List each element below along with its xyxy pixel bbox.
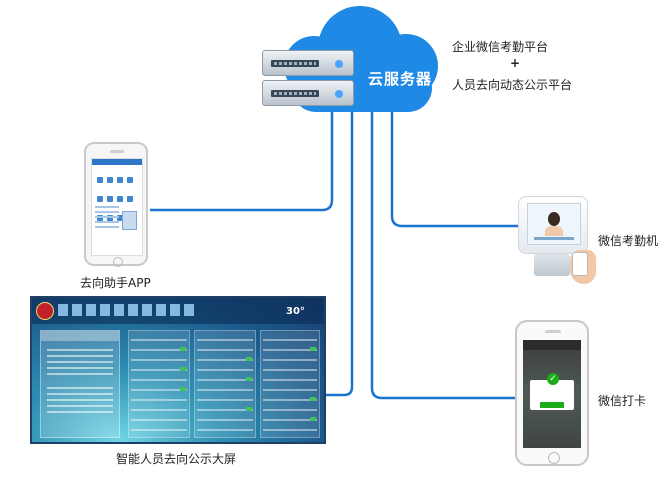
cloud-server-label: 云服务器 <box>368 70 433 88</box>
check-icon: ✓ <box>547 373 559 385</box>
weather-temp: 30° <box>286 306 305 317</box>
platform-attendance-label: 企业微信考勤平台 <box>452 40 549 54</box>
big-screen-label: 智能人员去向公示大屏 <box>116 452 237 466</box>
big-screen-display[interactable]: 30° <box>30 296 326 444</box>
punch-phone[interactable]: ✓ <box>515 320 589 466</box>
attendance-machine-label: 微信考勤机 <box>598 234 659 248</box>
server-unit-top <box>262 50 354 76</box>
attendance-machine[interactable] <box>518 196 588 254</box>
line-to-punch <box>370 105 515 400</box>
server-unit-bottom <box>262 80 354 106</box>
line-to-app <box>150 105 334 212</box>
staff-table-3 <box>260 330 320 438</box>
punch-success-dialog: ✓ <box>530 373 574 410</box>
platform-dynamic-label: 人员去向动态公示平台 <box>452 78 573 92</box>
intro-panel <box>40 330 120 438</box>
emblem-icon <box>36 302 54 320</box>
line-to-bigscreen <box>326 105 354 397</box>
hand-phone-icon <box>570 250 596 284</box>
punch-label: 微信打卡 <box>598 394 647 408</box>
attendance-machine-stand <box>534 254 570 276</box>
avatar <box>122 211 137 230</box>
plus-sign: + <box>510 56 521 70</box>
app-phone[interactable] <box>84 142 148 267</box>
staff-table-1 <box>128 330 190 438</box>
staff-table-2 <box>194 330 256 438</box>
line-to-attendance <box>390 105 518 228</box>
app-label: 去向助手APP <box>80 276 151 290</box>
